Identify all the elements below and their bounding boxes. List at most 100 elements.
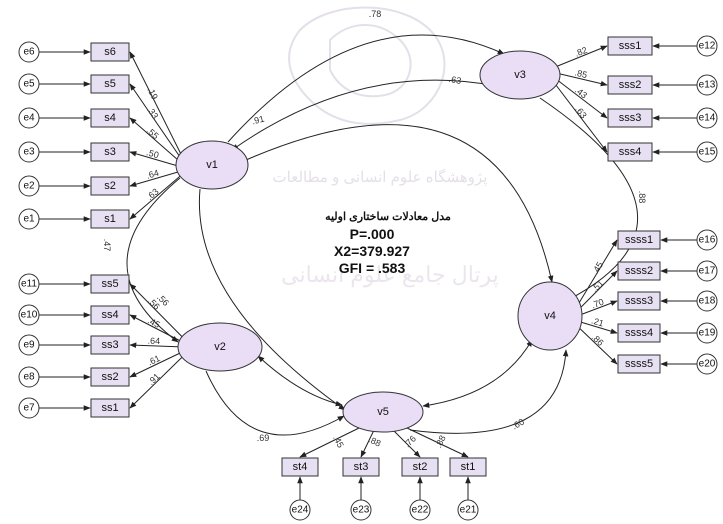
latent-label-v3: v3 — [514, 69, 526, 81]
loading-arrow-s1 — [129, 174, 182, 220]
error-label-e20: e20 — [699, 359, 716, 370]
observed-box-s6 — [90, 42, 130, 62]
observed-label-ssss5: ssss5 — [625, 358, 653, 370]
loading-arrow-ssss1 — [576, 239, 618, 307]
path-v1-v2: .47 — [102, 177, 181, 343]
path-label-v3-v4: .88 — [637, 191, 647, 204]
loading-arrow-st3 — [360, 427, 376, 458]
error-circle-e23 — [350, 499, 372, 521]
error-circle-e10 — [18, 304, 40, 326]
observed-label-s6: s6 — [104, 46, 116, 58]
latent-label-v1: v1 — [206, 159, 218, 171]
loading-label-sss2: .85 — [574, 67, 588, 80]
observed-box-sss4 — [607, 142, 653, 162]
path-curve-v2-v5 — [205, 370, 345, 436]
path-v1-v4: .63 — [245, 74, 554, 283]
model-title: مدل معادلات ساختاری اولیه — [325, 211, 451, 223]
observed-label-st2: st2 — [413, 461, 428, 473]
path-curve-v1-v4 — [245, 124, 554, 283]
error-circle-e3 — [18, 141, 40, 163]
loading-label-st2: .76 — [402, 434, 418, 450]
path-v1-v3: .78 — [227, 9, 505, 143]
error-label-e14: e14 — [699, 113, 716, 124]
loading-label-s1: .63 — [145, 186, 161, 202]
error-circle-e5 — [18, 73, 40, 95]
loading-arrow-ss4 — [129, 314, 185, 344]
path-v2-v5: .69 — [205, 370, 345, 443]
loading-arrow-ssss5 — [576, 325, 618, 365]
latent-v3: v3 — [479, 50, 561, 100]
error-circle-e20 — [696, 353, 718, 375]
observed-label-st4: st4 — [293, 461, 308, 473]
observed-label-s5: s5 — [104, 78, 116, 90]
error-circle-e14 — [696, 107, 718, 129]
observed-label-sss3: sss3 — [619, 112, 642, 124]
error-circle-e9 — [18, 334, 40, 356]
observed-box-s2 — [90, 176, 130, 196]
watermark-emblem — [288, 6, 446, 125]
error-label-e11: e11 — [21, 279, 37, 290]
observed-box-st3 — [342, 457, 380, 477]
error-label-e7: e7 — [23, 403, 35, 414]
observed-label-ssss1: ssss1 — [625, 234, 653, 246]
observed-label-ss5: ss5 — [101, 278, 118, 290]
error-label-e8: e8 — [23, 372, 35, 383]
observed-box-ssss4 — [617, 323, 661, 343]
loading-arrow-ssss2 — [576, 270, 618, 312]
loading-label-sss3: .43 — [573, 85, 589, 101]
latent-ellipse-v5 — [342, 391, 424, 433]
error-label-e4: e4 — [23, 113, 35, 124]
observed-label-sss4: sss4 — [619, 146, 642, 158]
path-label-v5-v4: .60 — [510, 417, 526, 432]
loading-arrow-s4 — [129, 117, 182, 164]
path-v5-v4: .60 — [409, 349, 569, 434]
error-label-e6: e6 — [23, 47, 35, 58]
loading-label-s3: .50 — [145, 147, 160, 160]
loading-arrow-ssss3 — [577, 300, 618, 317]
latent-ellipse-v2 — [177, 322, 263, 372]
watermark-text-2: پرتال جامع علوم انسانی — [281, 262, 499, 288]
gfi-value: GFI = .583 — [339, 260, 406, 276]
latent-label-v4: v4 — [544, 310, 556, 322]
loading-label-s4: .55 — [145, 125, 161, 141]
error-label-e18: e18 — [699, 296, 716, 307]
observed-label-st3: st3 — [354, 461, 369, 473]
path-v3-v4: .88 — [539, 97, 647, 301]
path-v3-v1: .91 — [231, 79, 497, 151]
observed-box-ss4 — [90, 305, 130, 325]
path-curve-v3-v1 — [231, 79, 497, 151]
observed-label-ss3: ss3 — [101, 339, 118, 351]
indicator-sss3: .43 sss3 e14 — [553, 77, 718, 129]
loading-label-ssss1: .45 — [590, 260, 605, 276]
loading-arrow-s3 — [129, 151, 182, 168]
observed-box-ssss1 — [617, 230, 661, 250]
error-circle-e15 — [696, 141, 718, 163]
loading-arrow-sss2 — [553, 72, 608, 87]
error-label-e5: e5 — [23, 79, 35, 90]
loading-label-ss2: .61 — [146, 353, 162, 367]
latent-ellipse-v1 — [175, 140, 249, 190]
latent-v5: v5 — [342, 391, 424, 433]
observed-box-s5 — [90, 74, 130, 94]
error-label-e19: e19 — [699, 328, 716, 339]
latent-v4: v4 — [517, 281, 583, 351]
loading-arrow-s2 — [129, 170, 182, 187]
error-circle-e17 — [696, 260, 718, 282]
loading-arrow-st2 — [390, 427, 421, 458]
error-circle-e19 — [696, 322, 718, 344]
loading-arrow-s5 — [129, 83, 182, 160]
observed-label-s1: s1 — [104, 213, 116, 225]
error-label-e1: e1 — [23, 214, 35, 225]
